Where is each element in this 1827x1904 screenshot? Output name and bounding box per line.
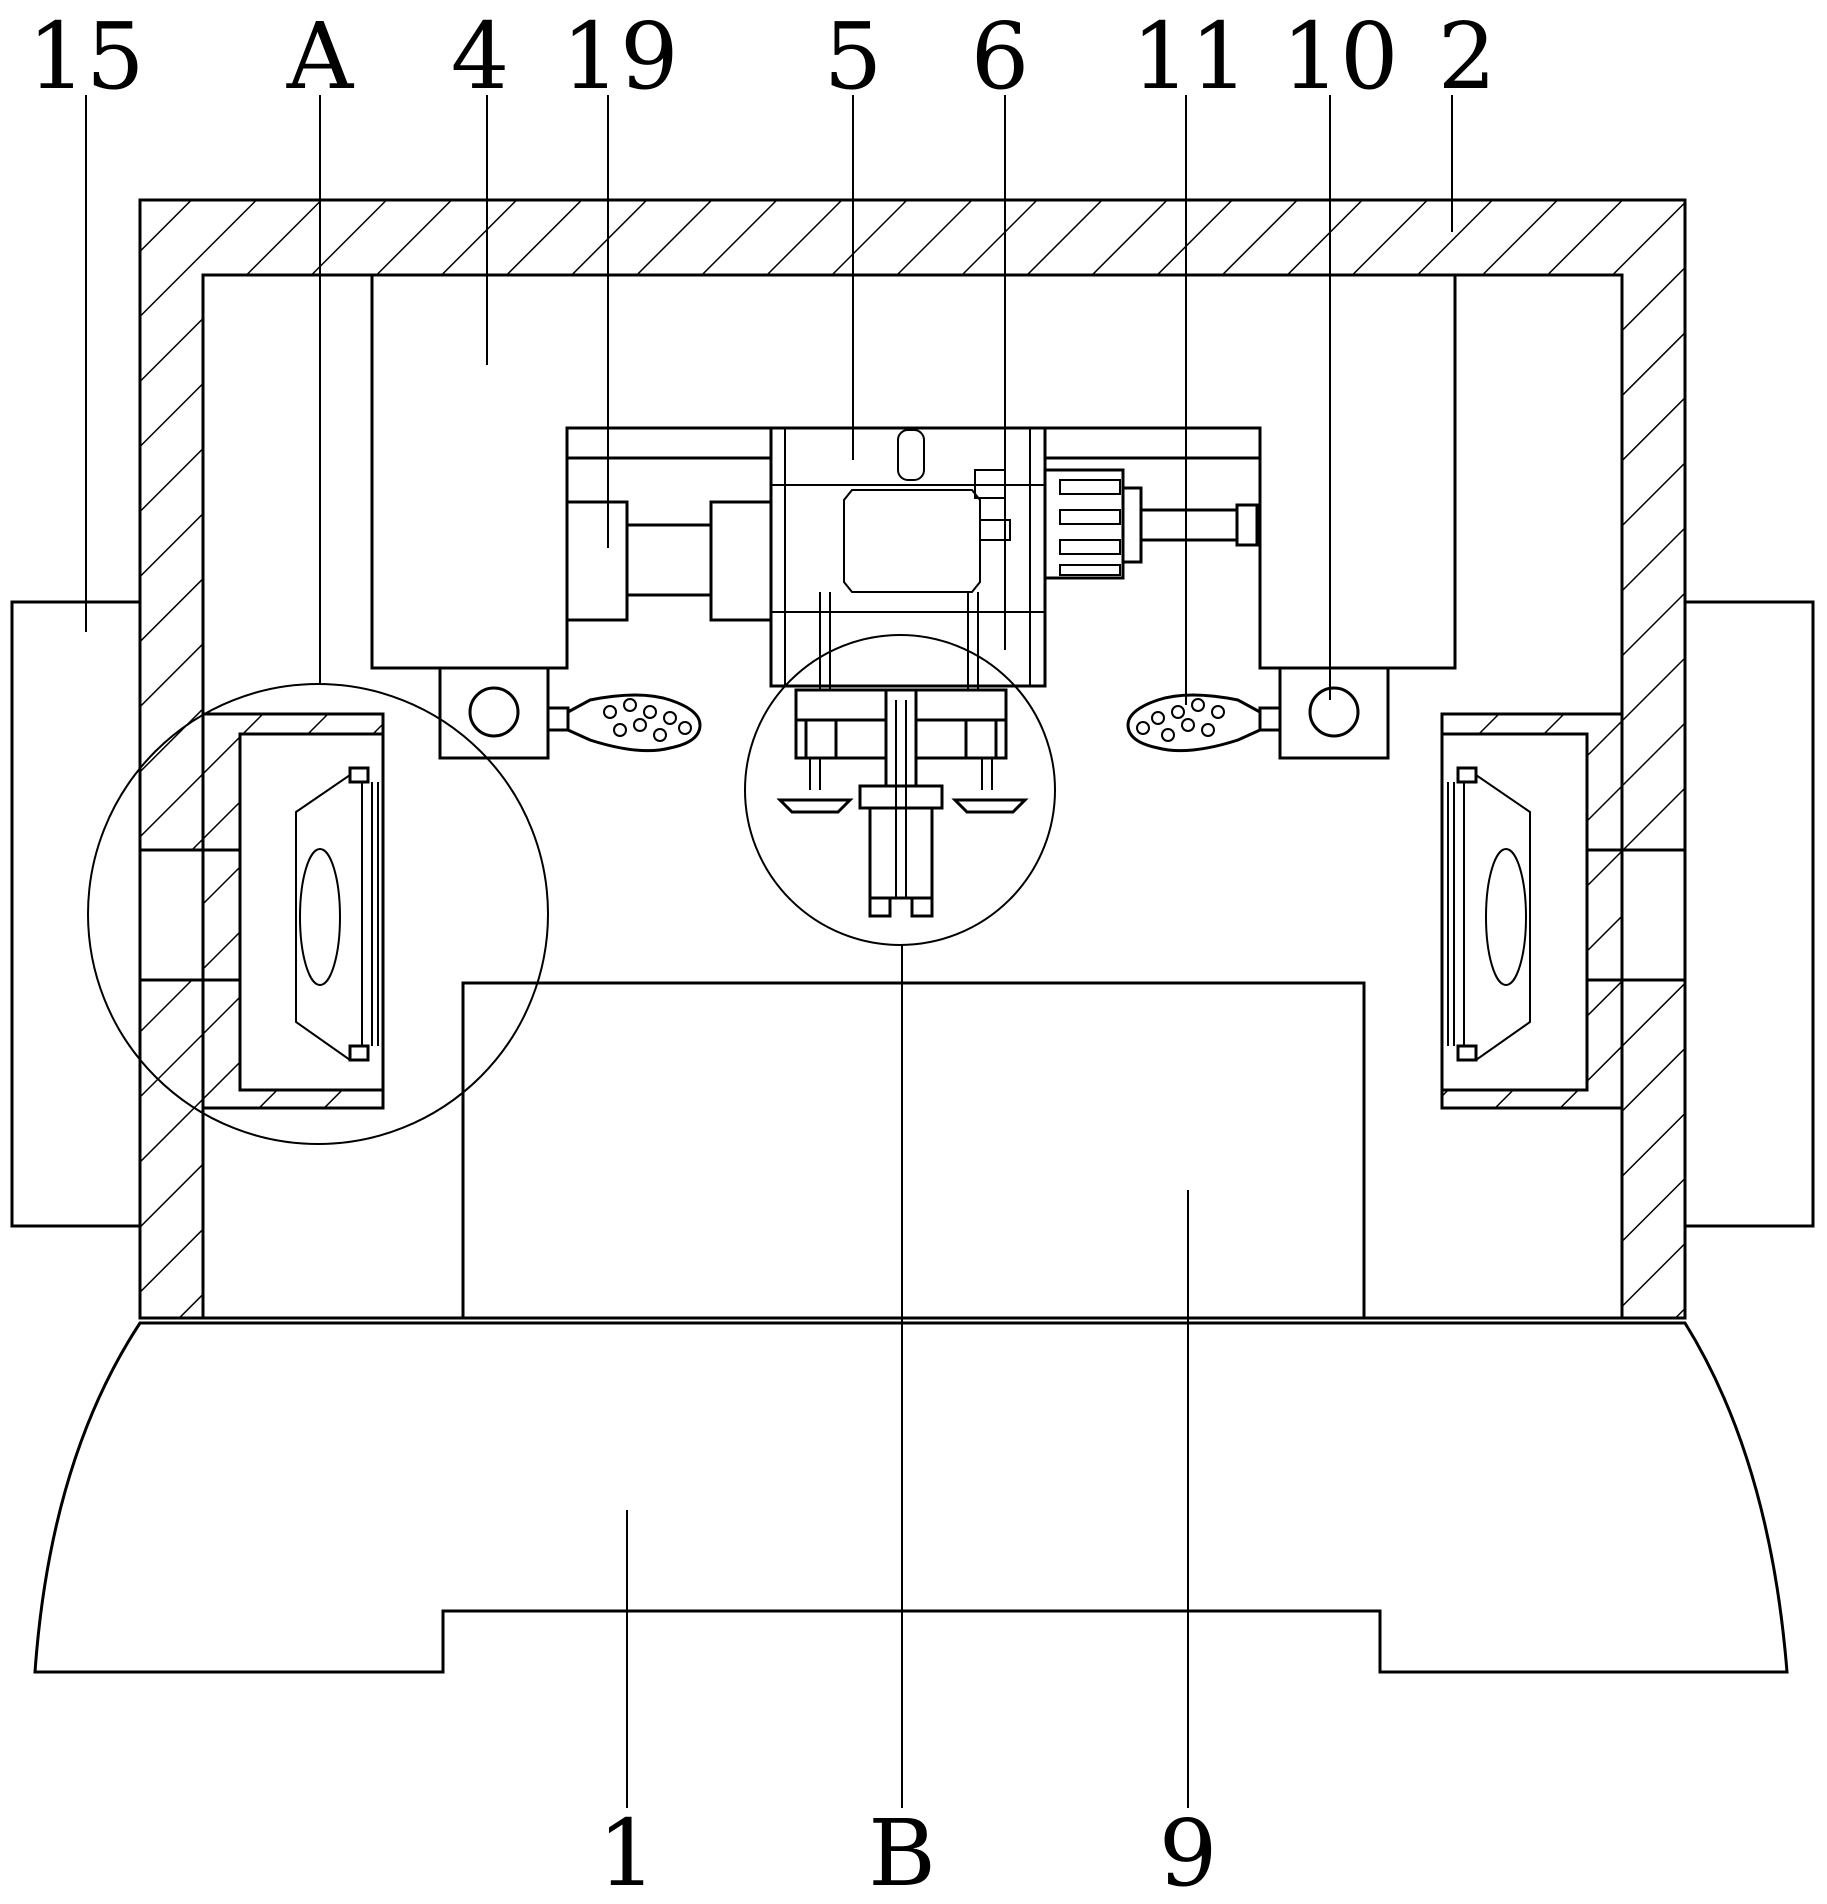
label-1: 1 xyxy=(598,1800,657,1904)
work-block xyxy=(461,981,1366,1318)
cylinder-body xyxy=(565,500,629,622)
label-15: 15 xyxy=(27,3,144,110)
shaft-end xyxy=(1235,503,1259,547)
right-handle-knurl xyxy=(1136,698,1225,742)
cylinder-cap xyxy=(709,500,773,622)
center-tool-head xyxy=(776,592,1029,918)
left-clamp-block xyxy=(438,666,550,760)
right-side-handle xyxy=(1683,600,1815,1228)
gear-flange xyxy=(1121,486,1143,564)
motor-housing xyxy=(769,426,1047,688)
motor-top-slot xyxy=(897,429,925,481)
label-5: 5 xyxy=(824,3,883,110)
detail-circle-b xyxy=(744,634,1056,946)
label-a: A xyxy=(286,3,355,110)
right-clamp-bolt xyxy=(1308,686,1360,738)
detail-circle-a xyxy=(87,683,549,1145)
label-6: 6 xyxy=(971,3,1030,110)
label-10: 10 xyxy=(1281,3,1398,110)
leader-lines xyxy=(85,95,1453,1808)
label-9: 9 xyxy=(1159,1800,1218,1904)
drive-shaft xyxy=(1139,508,1239,542)
left-column xyxy=(370,275,569,670)
left-polishing-head xyxy=(138,712,385,1110)
right-clamp-block xyxy=(1278,666,1390,760)
label-4: 4 xyxy=(451,3,510,110)
left-side-handle xyxy=(10,600,142,1228)
left-handle-knurl xyxy=(603,698,692,742)
cylinder-rod xyxy=(625,523,713,597)
left-clamp-bolt xyxy=(468,686,520,738)
right-polishing-head xyxy=(1440,712,1687,1110)
label-2: 2 xyxy=(1438,3,1497,110)
base-body xyxy=(33,1321,1789,1674)
label-b: B xyxy=(868,1800,936,1904)
label-11: 11 xyxy=(1131,3,1248,110)
right-column xyxy=(1258,275,1457,670)
label-19: 19 xyxy=(561,3,678,110)
